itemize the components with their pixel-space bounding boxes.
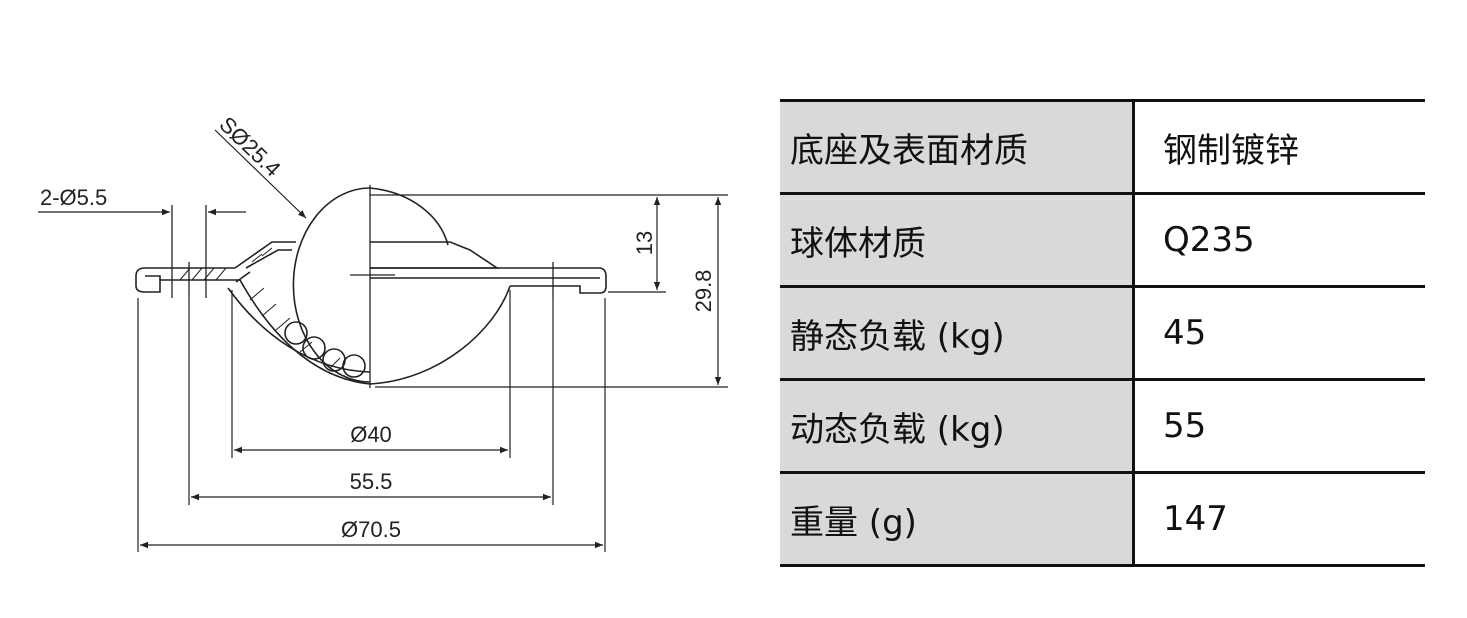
dim-inner-diameter: Ø40 xyxy=(350,422,392,447)
bearing-ball xyxy=(302,336,326,360)
dim-outer-diameter: Ø70.5 xyxy=(341,517,401,542)
bearing-ball xyxy=(342,354,366,378)
dim-total-height: 29.8 xyxy=(691,270,716,313)
spec-key: 底座及表面材质 xyxy=(780,99,1135,195)
table-row: 球体材质 Q235 xyxy=(780,192,1425,288)
spec-value: 55 xyxy=(1133,378,1425,474)
table-row: 重量 (g) 147 xyxy=(780,471,1425,567)
bearing-ball xyxy=(322,348,346,372)
spec-value: 45 xyxy=(1133,285,1425,381)
bearing-ball xyxy=(284,321,308,345)
dim-hole-size: 2-Ø5.5 xyxy=(40,185,107,210)
spec-value: 钢制镀锌 xyxy=(1133,99,1425,195)
table-row: 底座及表面材质 钢制镀锌 xyxy=(780,99,1425,195)
spec-table: 底座及表面材质 钢制镀锌 球体材质 Q235 静态负载 (kg) 45 动态负载… xyxy=(780,99,1425,567)
spec-value: Q235 xyxy=(1133,192,1425,288)
dimension-lines xyxy=(38,129,722,549)
spec-key: 静态负载 (kg) xyxy=(780,285,1135,381)
technical-drawing: Ø70.5 55.5 Ø40 2-Ø5.5 SØ25.4 13 29.8 xyxy=(38,112,728,552)
dim-hole-pitch: 55.5 xyxy=(350,469,393,494)
extension-lines xyxy=(137,194,728,552)
table-row: 静态负载 (kg) 45 xyxy=(780,285,1425,381)
dim-sphere: SØ25.4 xyxy=(215,112,286,182)
spec-key: 重量 (g) xyxy=(780,471,1135,567)
flange-left xyxy=(135,267,235,293)
section-hatch xyxy=(179,247,341,369)
bowl-right xyxy=(369,285,511,385)
table-row: 动态负载 (kg) 55 xyxy=(780,378,1425,474)
dim-ball-height: 13 xyxy=(632,231,657,255)
ball-transfer-unit xyxy=(135,187,607,385)
flange-right xyxy=(370,267,607,294)
spec-key: 动态负载 (kg) xyxy=(780,378,1135,474)
center-lines xyxy=(171,185,554,388)
spec-value: 147 xyxy=(1133,471,1425,567)
spec-key: 球体材质 xyxy=(780,192,1135,288)
